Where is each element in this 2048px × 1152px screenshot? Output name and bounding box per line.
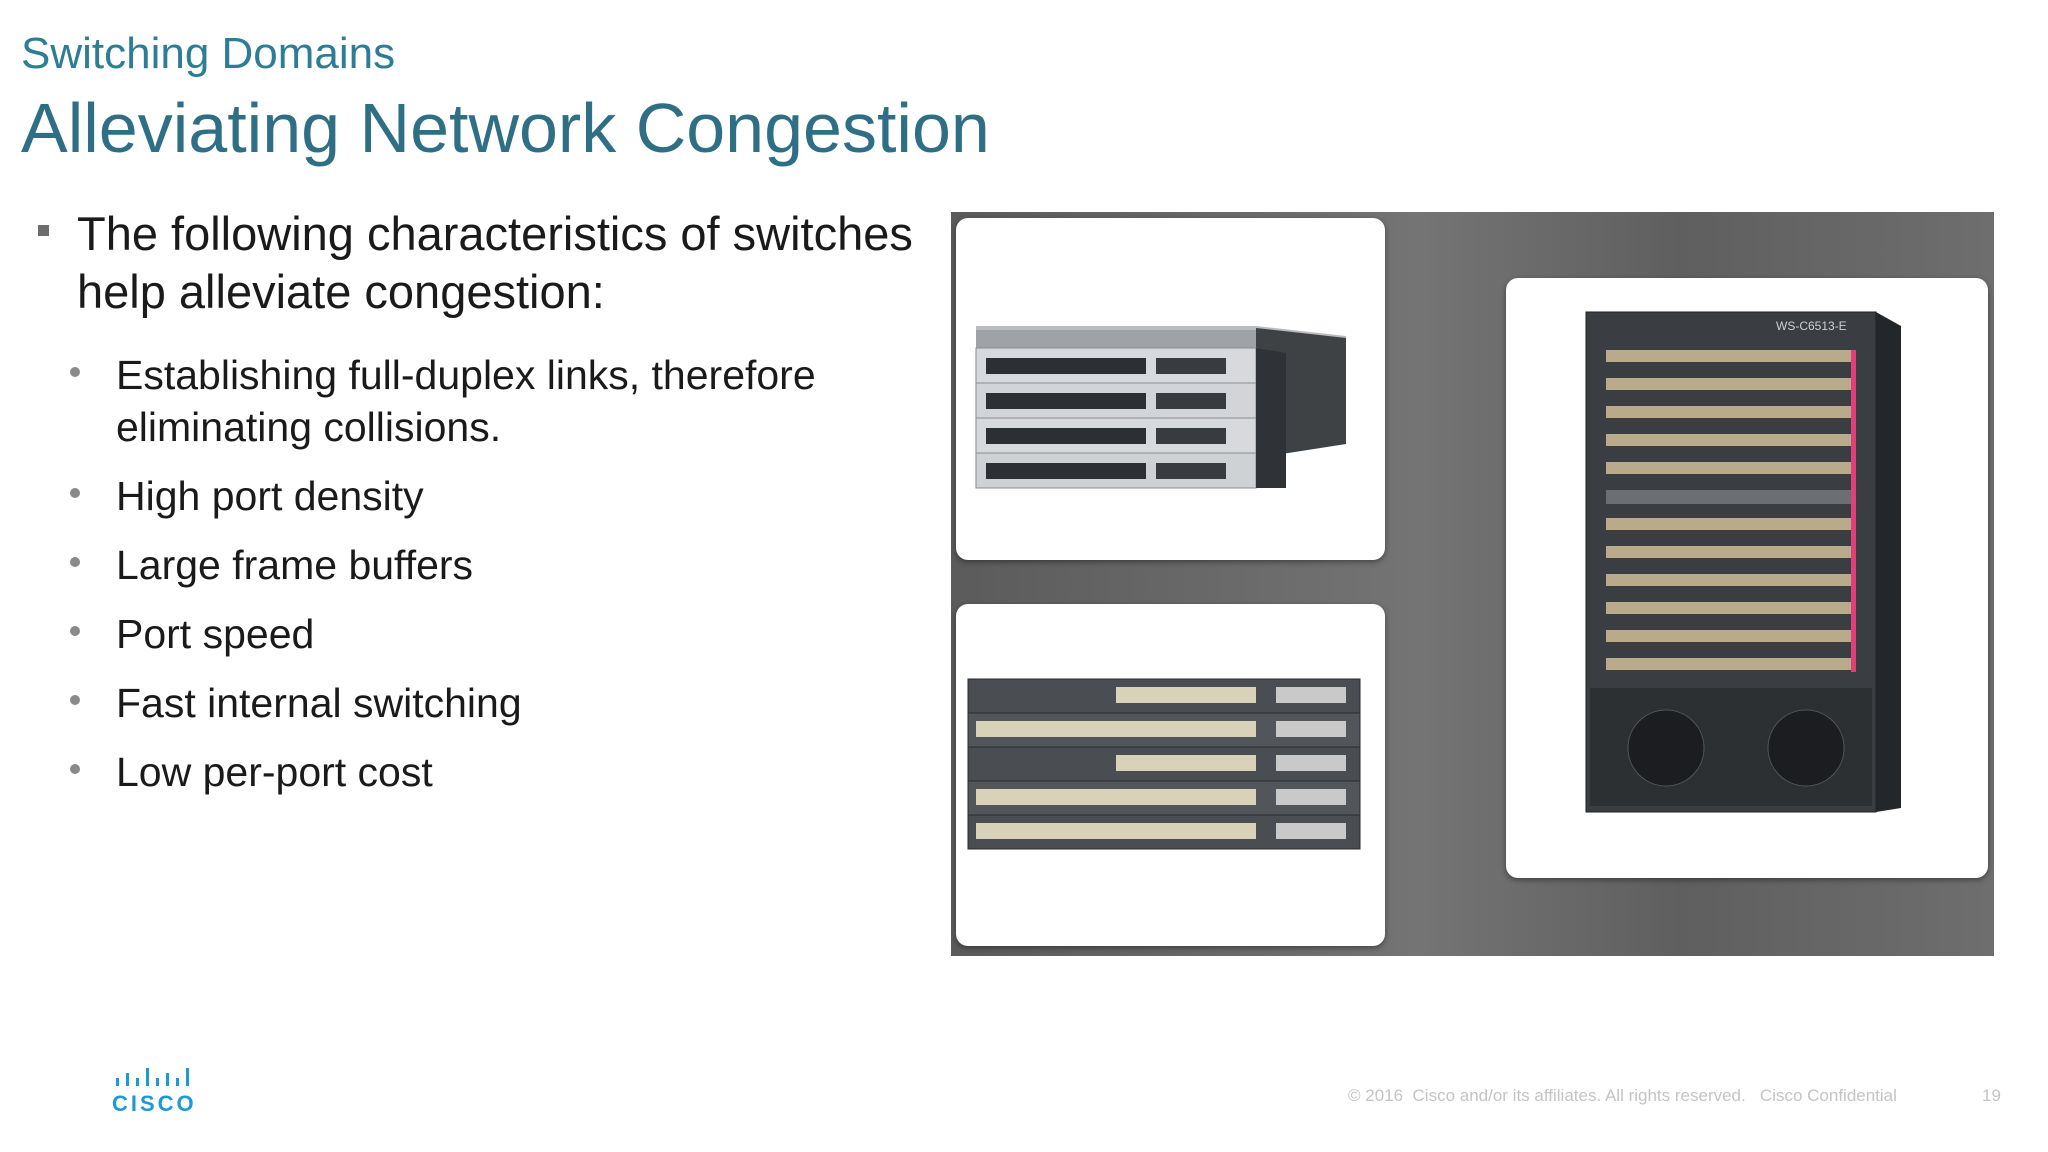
list-item-text: Large frame buffers: [116, 542, 474, 588]
bullet-dot-icon: [70, 367, 80, 377]
chassis-label: WS-C6513-E: [1776, 319, 1847, 333]
switch-images-panel: WS-C6513-E: [951, 212, 1994, 956]
fan-left-icon: [1627, 709, 1705, 787]
list-item: Large frame buffers: [70, 539, 918, 591]
lead-text: The following characteristics of switche…: [77, 207, 913, 318]
cisco-bars-icon: [116, 1068, 189, 1086]
square-bullet-icon: [38, 225, 49, 236]
bullet-dot-icon: [70, 488, 80, 498]
section-subtitle: Switching Domains: [21, 29, 396, 78]
list-item-text: Fast internal switching: [116, 680, 522, 726]
chassis-port-accents: [1851, 350, 1856, 672]
slide-title: Alleviating Network Congestion: [21, 89, 990, 167]
slide-content: The following characteristics of switche…: [38, 205, 918, 815]
cisco-logo: CISCO: [112, 1068, 196, 1116]
bullet-dot-icon: [70, 626, 80, 636]
list-item: High port density: [70, 470, 918, 522]
list-item-text: Port speed: [116, 611, 315, 657]
list-item: Fast internal switching: [70, 677, 918, 729]
chassis-line-cards: [1606, 350, 1856, 670]
catalyst-stack-illustration: [967, 678, 1361, 850]
bullet-dot-icon: [70, 695, 80, 705]
bullet-dot-icon: [70, 764, 80, 774]
page-number: 19: [1982, 1086, 2001, 1105]
list-item-text: Low per-port cost: [116, 749, 433, 795]
list-item: Establishing full-duplex links, therefor…: [70, 349, 918, 453]
catalyst-stack-image: [956, 604, 1385, 946]
stacked-switch-image: [956, 218, 1385, 560]
characteristics-list: Establishing full-duplex links, therefor…: [70, 349, 918, 798]
chassis-switch-image: WS-C6513-E: [1506, 278, 1988, 878]
fan-right-icon: [1767, 709, 1845, 787]
chassis-switch-illustration: WS-C6513-E: [1585, 311, 1901, 813]
cisco-wordmark: CISCO: [112, 1091, 197, 1116]
list-item: Port speed: [70, 608, 918, 660]
lead-bullet: The following characteristics of switche…: [38, 205, 918, 321]
bullet-dot-icon: [70, 557, 80, 567]
list-item: Low per-port cost: [70, 746, 918, 798]
list-item-text: Establishing full-duplex links, therefor…: [116, 352, 816, 450]
list-item-text: High port density: [116, 473, 424, 519]
copyright-text: © 2016 Cisco and/or its affiliates. All …: [1348, 1086, 1897, 1105]
stacked-switch-illustration: [975, 326, 1346, 489]
